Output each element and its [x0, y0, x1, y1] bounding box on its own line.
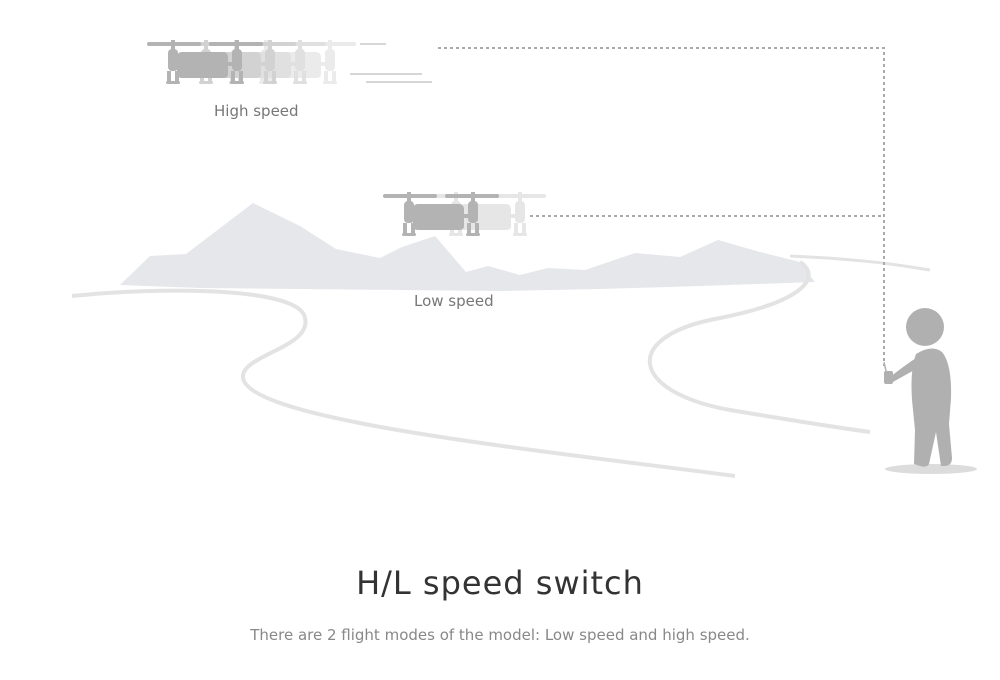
- winding-road: [71, 254, 931, 478]
- mountain-range: [120, 203, 815, 291]
- high-speed-drone-icon: [147, 40, 356, 84]
- low-speed-drone-icon: [383, 192, 546, 236]
- low-speed-label: Low speed: [414, 292, 494, 310]
- page-title: H/L speed switch: [356, 564, 644, 602]
- page-description: There are 2 flight modes of the model: L…: [250, 626, 750, 644]
- person-with-remote-icon: [883, 308, 977, 474]
- high-speed-label: High speed: [214, 102, 299, 120]
- remote-signal-lines: [438, 47, 885, 366]
- speed-lines: [350, 43, 432, 83]
